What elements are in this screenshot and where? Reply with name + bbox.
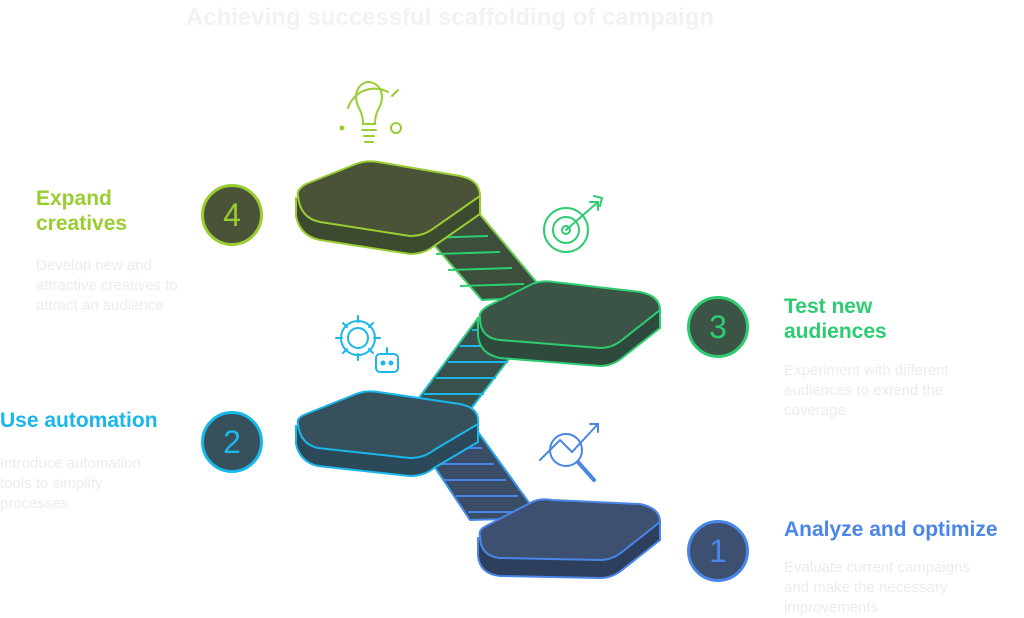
step-1-number: 1 (709, 532, 727, 569)
step-3-badge: 3 (687, 296, 749, 358)
lightbulb-icon (339, 81, 402, 143)
step-4-number: 4 (223, 196, 241, 233)
gear-robot-icon (335, 315, 399, 373)
platform-2 (295, 390, 480, 478)
step-1-description: Evaluate current campaigns and make the … (784, 559, 970, 616)
target-arrow-icon (543, 195, 604, 253)
step-2-badge: 2 (201, 411, 263, 473)
step-4-badge: 4 (201, 184, 263, 246)
platform-3 (477, 280, 662, 368)
step-2-title: Use automation (0, 409, 158, 432)
step-2-description: Introduce automation tools to simplify p… (0, 455, 141, 512)
step-3-title: Test new audiences (784, 295, 887, 343)
step-3-description: Experiment with different audiences to e… (784, 362, 949, 419)
diagram-title: Achieving successful scaffolding of camp… (185, 4, 715, 31)
step-4-title: Expand creatives (36, 187, 128, 235)
platform-4 (295, 160, 482, 256)
step-2-number: 2 (223, 423, 241, 460)
platform-1 (477, 498, 662, 580)
step-1-title: Analyze and optimize (784, 518, 998, 541)
step-1-badge: 1 (687, 520, 749, 582)
step-3-number: 3 (709, 308, 727, 345)
chart-search-icon (539, 423, 599, 482)
step-4-description: Develop new and attractive creatives to … (36, 257, 178, 314)
